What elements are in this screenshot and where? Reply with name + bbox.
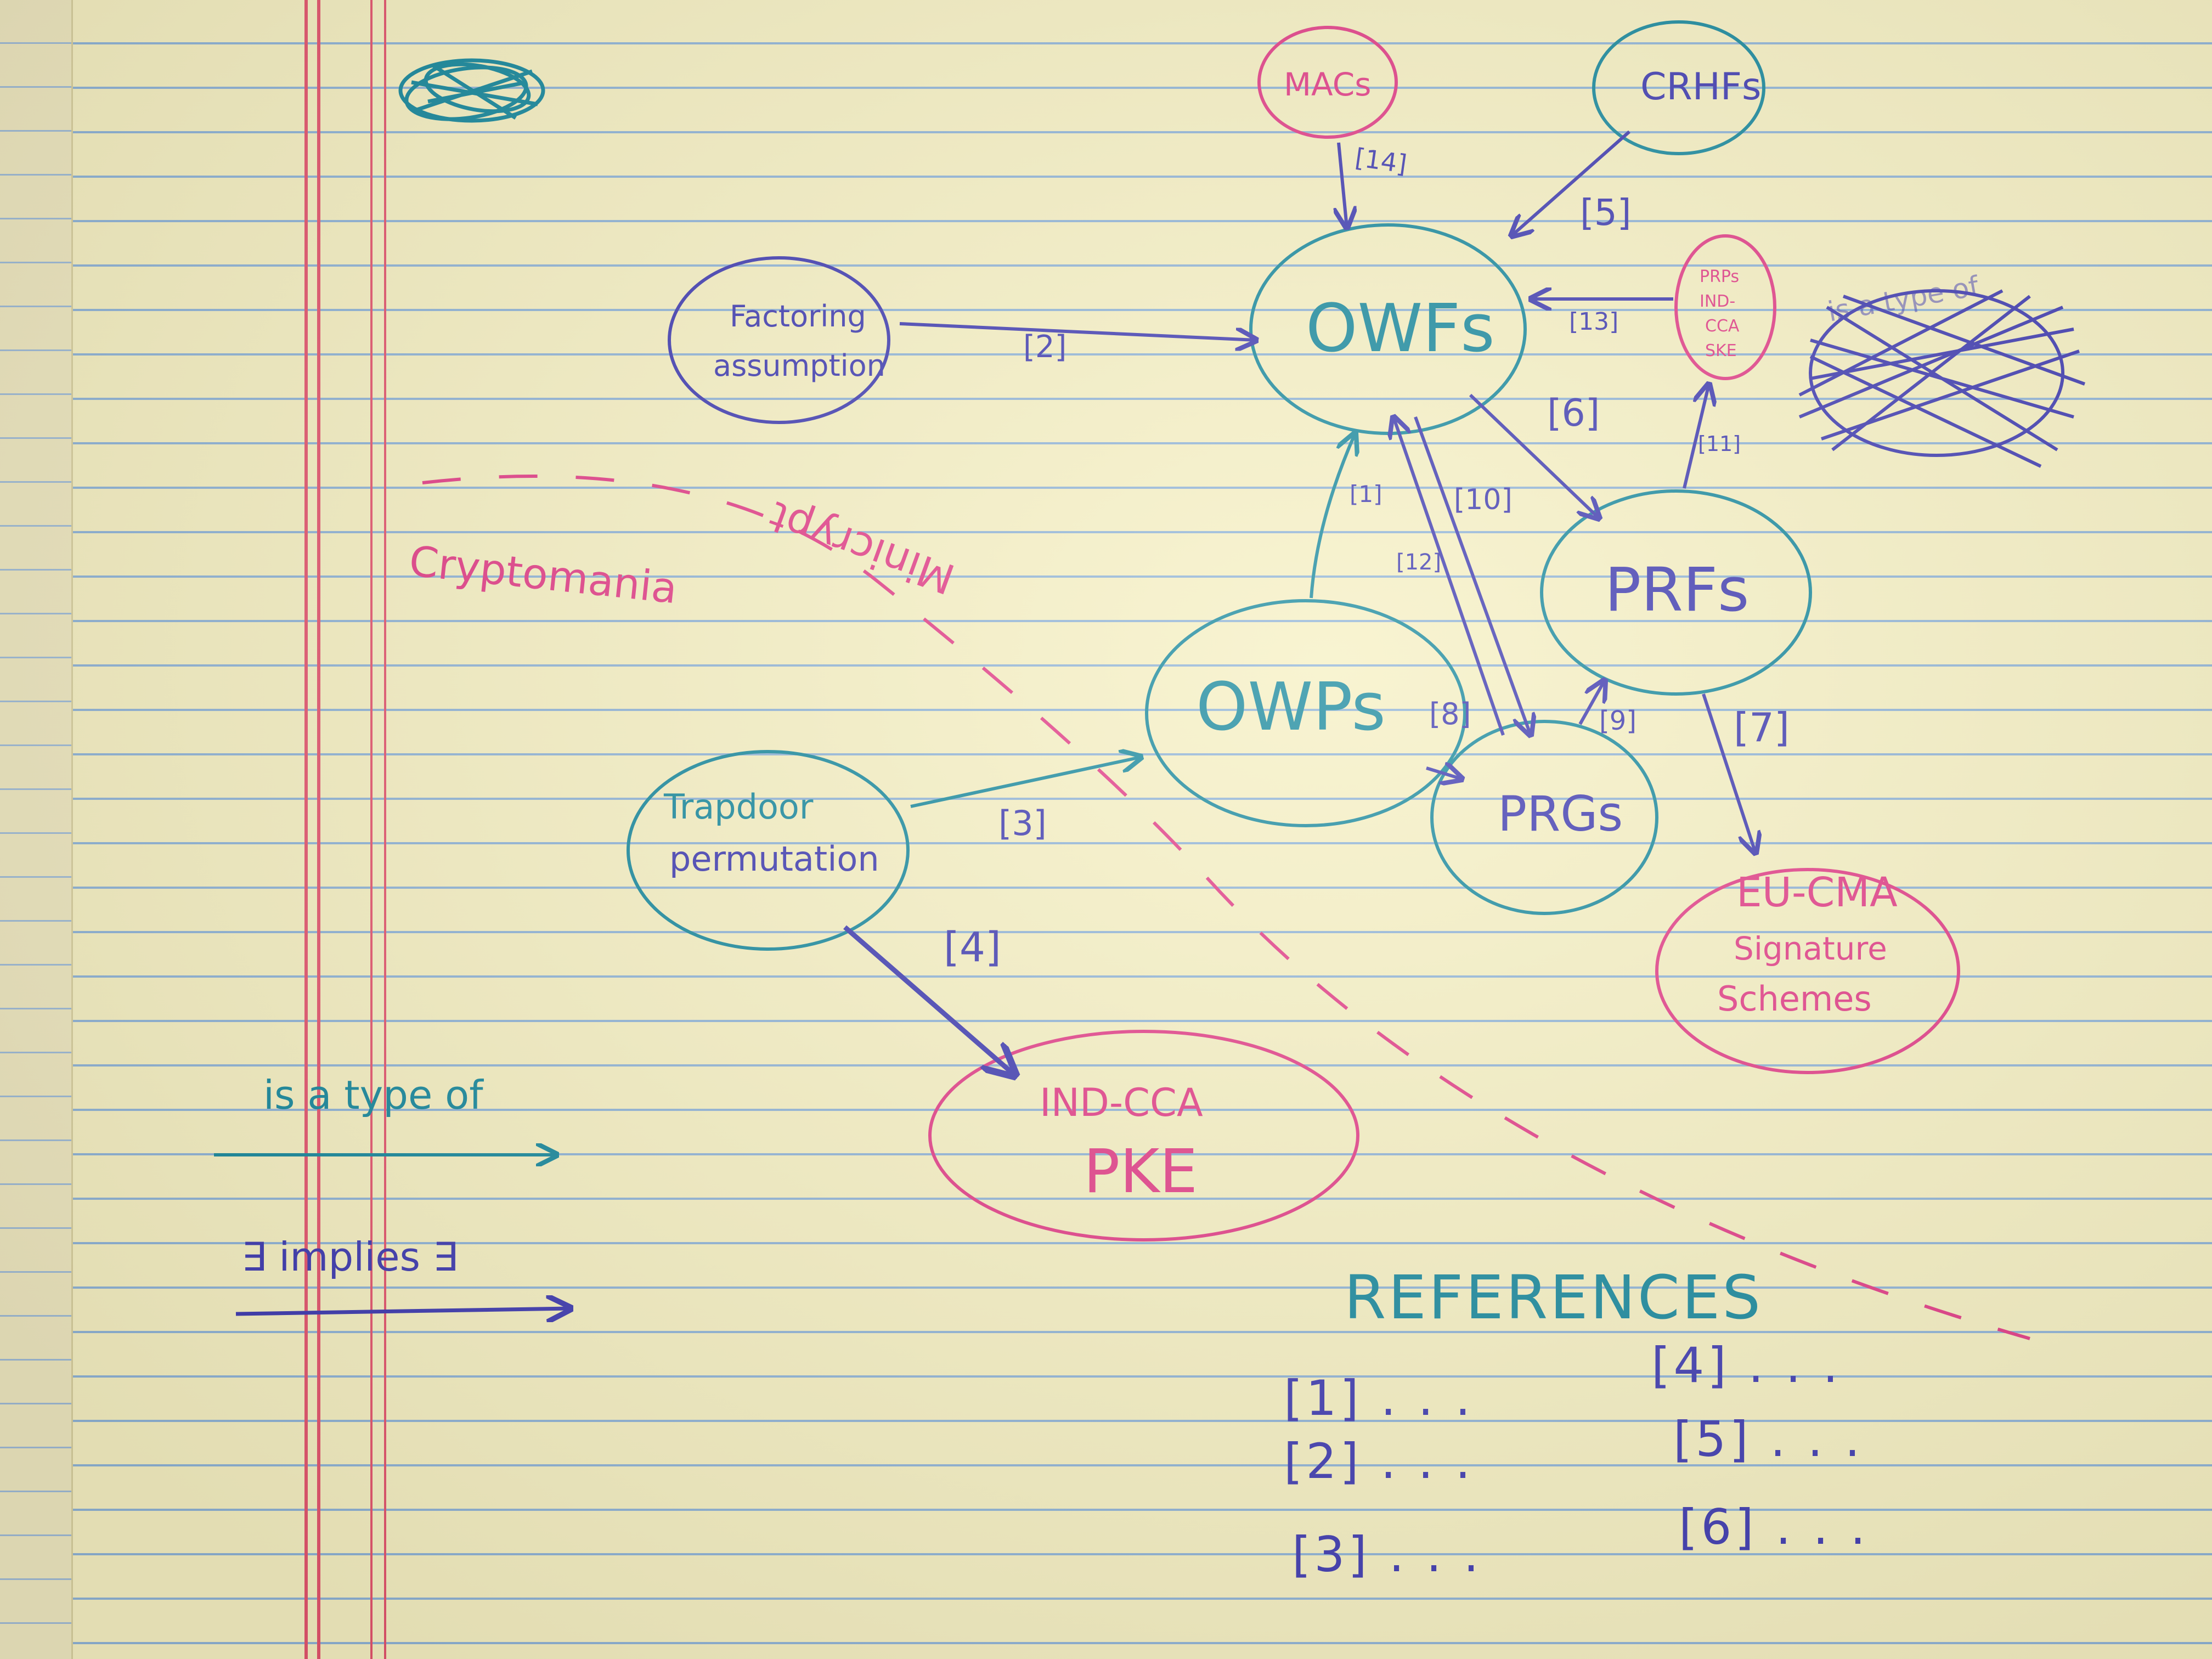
edge-factoring-owfs bbox=[899, 322, 1256, 340]
edge-label-14: [14] bbox=[1353, 142, 1409, 179]
reference-item: [1] . . . bbox=[1284, 1370, 1474, 1426]
edge-label-12: [12] bbox=[1396, 550, 1442, 575]
small-node-label-line1: PRPs bbox=[1700, 267, 1740, 286]
edge-label-10: [10] bbox=[1454, 483, 1513, 516]
edge-label-9: [9] bbox=[1599, 706, 1637, 736]
ind-cca-pke-label-line2: PKE bbox=[1084, 1136, 1198, 1206]
trapdoor-node bbox=[627, 750, 910, 951]
prgs-node bbox=[1430, 720, 1658, 915]
factoring-label-line2: assumption bbox=[713, 348, 885, 383]
edge-trapdoor-owps bbox=[910, 757, 1141, 808]
reference-item: [3] . . . bbox=[1292, 1526, 1482, 1583]
edge-trapdoor-indcca bbox=[843, 925, 1015, 1075]
reference-item: [2] . . . bbox=[1284, 1433, 1474, 1489]
small-node-label-line3: CCA bbox=[1705, 317, 1740, 336]
legend-type-of-label: is a type of bbox=[263, 1072, 483, 1118]
factoring-label-line1: Factoring bbox=[730, 299, 866, 334]
small-node-label-line4: SKE bbox=[1705, 341, 1737, 360]
crhfs-node bbox=[1592, 20, 1765, 155]
crhfs-label: CRHFs bbox=[1640, 65, 1762, 109]
edge-label-7: [7] bbox=[1734, 704, 1790, 751]
edge-prgs-owfs bbox=[1393, 417, 1505, 736]
eu-cma-label-line2: Signature bbox=[1734, 930, 1887, 967]
edge-label-3: [3] bbox=[998, 803, 1047, 843]
margin-line bbox=[317, 0, 320, 1659]
edge-label-11: [11] bbox=[1698, 432, 1741, 456]
macs-node bbox=[1257, 26, 1398, 139]
trapdoor-label-line1: Trapdoor bbox=[664, 787, 814, 827]
reference-item: [4] . . . bbox=[1651, 1337, 1842, 1393]
margin-line bbox=[304, 0, 308, 1659]
margin-line bbox=[384, 0, 386, 1659]
owfs-label: OWFs bbox=[1306, 291, 1495, 367]
edge-label-2: [2] bbox=[1023, 329, 1067, 365]
small-node bbox=[1674, 234, 1776, 380]
eu-cma-label-line3: Schemes bbox=[1717, 979, 1872, 1019]
factoring-node bbox=[668, 256, 890, 424]
legend-implies-label: ∃ implies ∃ bbox=[241, 1234, 458, 1280]
macs-label: MACs bbox=[1284, 66, 1372, 103]
reference-item: [5] . . . bbox=[1673, 1411, 1864, 1468]
small-node-label-line2: IND- bbox=[1700, 292, 1736, 311]
edge-prfs-eucma bbox=[1702, 693, 1756, 853]
edge-label-5: [5] bbox=[1580, 191, 1632, 234]
edge-owps-prgs bbox=[1426, 768, 1462, 779]
edge-label-4: [4] bbox=[944, 924, 1001, 971]
margin-line bbox=[370, 0, 373, 1659]
underlying-sheet bbox=[0, 0, 73, 1659]
scribble-crossout bbox=[1798, 289, 2086, 468]
edge-label-8: [8] bbox=[1429, 697, 1471, 731]
edge-crhfs-owfs bbox=[1511, 130, 1630, 236]
scribble-blob bbox=[398, 58, 545, 123]
owps-label: OWPs bbox=[1196, 669, 1386, 746]
edge-owfs-prgs bbox=[1414, 416, 1531, 735]
eu-cma-label-line1: EU-CMA bbox=[1736, 869, 1898, 916]
legend-implies-arrow bbox=[235, 1308, 571, 1314]
ind-cca-pke-label-line1: IND-CCA bbox=[1040, 1080, 1203, 1125]
prfs-label: PRFs bbox=[1605, 555, 1750, 625]
prgs-label: PRGs bbox=[1498, 786, 1623, 842]
trapdoor-label-line2: permutation bbox=[669, 839, 879, 879]
prfs-node bbox=[1540, 489, 1812, 696]
owps-node bbox=[1145, 599, 1466, 827]
edge-prfs-small bbox=[1683, 384, 1709, 489]
edge-owfs-prfs bbox=[1469, 393, 1599, 518]
edge-label-6: [6] bbox=[1547, 392, 1600, 435]
ind-cca-pke-node bbox=[928, 1030, 1359, 1242]
edge-macs-owfs bbox=[1339, 142, 1347, 228]
eu-cma-node bbox=[1655, 868, 1960, 1074]
edge-prgs-prfs bbox=[1578, 680, 1605, 725]
reference-item: [6] . . . bbox=[1679, 1499, 1869, 1555]
edge-label-1: [1] bbox=[1350, 481, 1383, 507]
edge-owps-owfs bbox=[1310, 433, 1355, 599]
edge-label-13: [13] bbox=[1569, 308, 1619, 336]
references-title: REFERENCES bbox=[1344, 1262, 1763, 1333]
